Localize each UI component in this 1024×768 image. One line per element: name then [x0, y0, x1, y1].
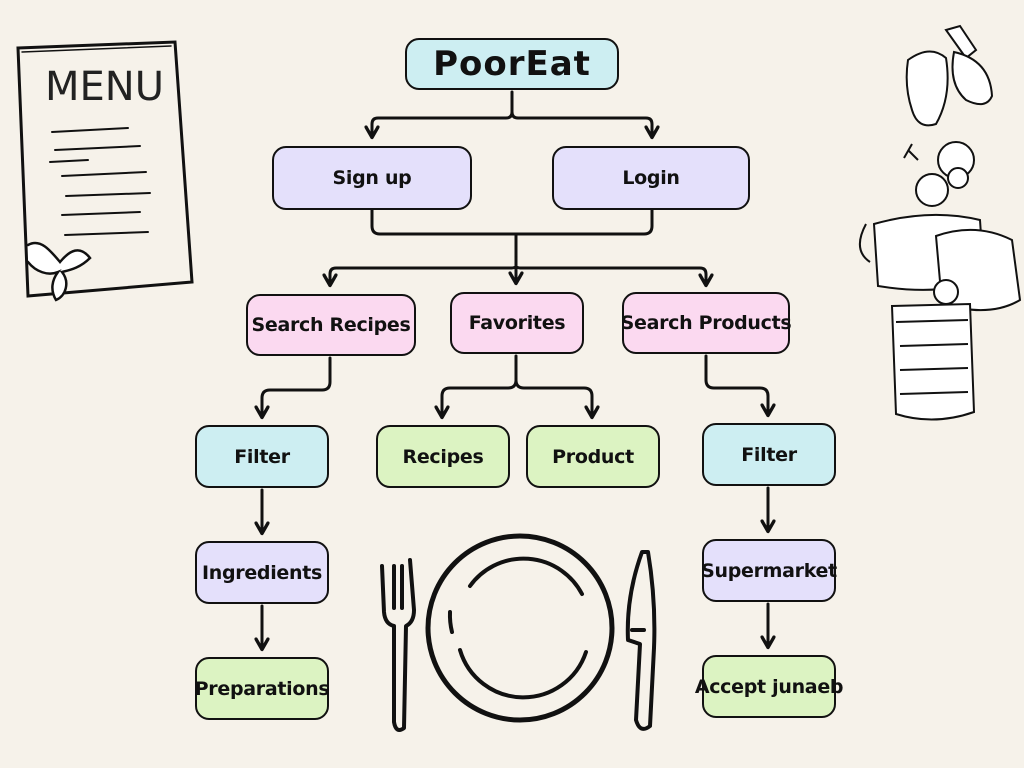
knife-icon	[625, 550, 657, 731]
recipes-node[interactable]: Recipes	[376, 425, 510, 488]
sign-up-node[interactable]: Sign up	[272, 146, 472, 210]
fork-icon	[380, 558, 416, 732]
favorites-node[interactable]: Favorites	[450, 292, 584, 354]
ingredients-node[interactable]: Ingredients	[195, 541, 329, 604]
menu-card-label: MENU	[45, 64, 164, 110]
preparations-node[interactable]: Preparations	[195, 657, 330, 720]
product-node[interactable]: Product	[526, 425, 660, 488]
connector-to-search-recipes	[330, 264, 518, 284]
search-recipes-node[interactable]: Search Recipes	[246, 294, 416, 356]
connector-favorites-product	[514, 378, 592, 416]
plate-icon	[425, 533, 615, 723]
login-node[interactable]: Login	[552, 146, 750, 210]
title-node[interactable]: PoorEat	[405, 38, 619, 90]
connector-title	[372, 90, 514, 136]
connector-to-search-products	[514, 264, 706, 284]
connector-auth	[370, 208, 654, 236]
accept-junaeb-node[interactable]: Accept junaeb	[695, 655, 844, 718]
search-products-node[interactable]: Search Products	[621, 292, 792, 354]
supermarket-node[interactable]: Supermarket	[701, 539, 837, 602]
connector-title-login	[510, 110, 652, 136]
connector-search-recipes-filter	[262, 356, 332, 416]
filter-left-node[interactable]: Filter	[195, 425, 329, 488]
connector-search-products-filter	[704, 354, 768, 414]
menu-card-icon: MENU	[16, 40, 194, 302]
filter-right-node[interactable]: Filter	[702, 423, 836, 486]
connectors	[262, 90, 768, 648]
connector-favorites-split	[442, 354, 518, 416]
hanging-kitchenware-icon	[859, 24, 1022, 421]
